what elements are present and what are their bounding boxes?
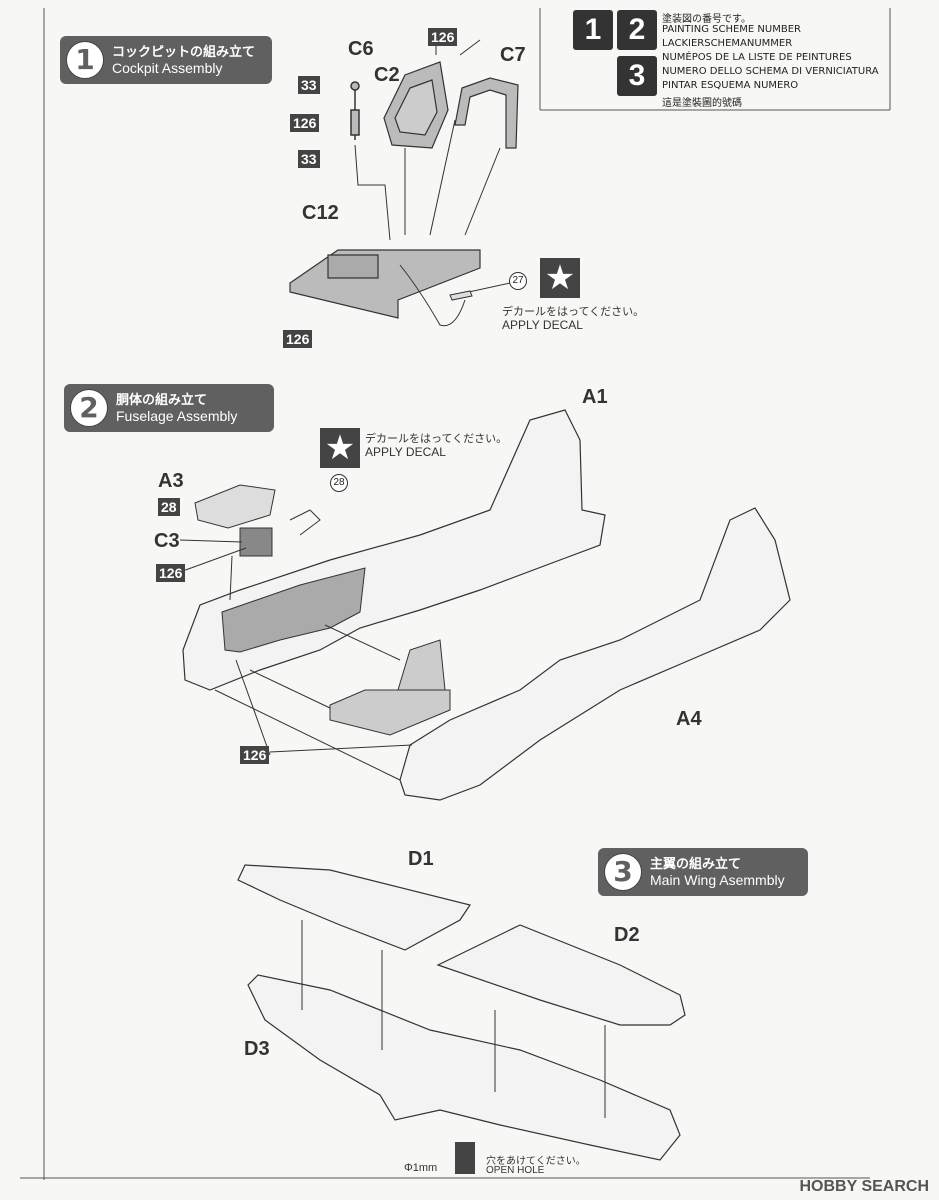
part-label-c6: C6 [348,38,374,60]
drill-icon [455,1142,475,1174]
color-tag: 126 [156,564,186,582]
seat-c2 [383,61,449,149]
step2-title-jp: 胴体の組み立て [116,393,208,408]
legend-line-jp: 塗装図の番号です。 [662,14,751,25]
color-tag: 126 [290,114,320,132]
step2-title-en: Fuselage Assembly [116,408,238,424]
step3-header: 3 主翼の組み立て Main Wing Asemmbly [598,848,808,896]
step1-title-jp: コックピットの組み立て [112,45,256,60]
step1-header: 1 コックピットの組み立て Cockpit Assembly [60,36,272,84]
bulkhead-c3 [239,527,273,557]
part-label-a1: A1 [582,386,608,408]
part-label-a4: A4 [676,708,702,730]
rear-deck-a3 [194,484,276,529]
step2-header: 2 胴体の組み立て Fuselage Assembly [64,384,274,432]
stick-c6 [350,81,360,140]
fuselage-half-a4 [399,507,791,801]
decal-instruction-jp: デカールをはってください。 [365,432,508,445]
step2-number: 2 [70,389,108,427]
wing-lower-d3 [247,974,681,1161]
color-tag: 126 [240,746,270,764]
decal-ref-27: 27 [509,272,527,290]
hole-instruction-jp: 穴をあけてください。 [486,1156,586,1167]
part-label-c2: C2 [374,64,400,86]
legend-line-es: PINTAR ESQUEMA NUMERO [662,80,799,91]
color-tag: 28 [158,498,180,516]
legend-line-fr: NUMÉPOS DE LA LISTE DE PEINTURES [662,52,852,63]
part-label-d2: D2 [614,924,640,946]
part-label-d1: D1 [408,848,434,870]
step1-number: 1 [66,41,104,79]
color-tag: 33 [298,76,320,94]
part-label-d3: D3 [244,1038,270,1060]
part-label-c3: C3 [154,530,180,552]
step1-title-en: Cockpit Assembly [112,60,223,76]
star-icon: ★ [320,428,360,468]
color-tag: 33 [298,150,320,168]
color-tag: 126 [428,28,458,46]
legend-line-it: NUMERO DELLO SCHEMA DI VERNICIATURA [662,66,879,77]
hole-size: Φ1mm [404,1162,438,1174]
part-label-a3: A3 [158,470,184,492]
legend-line-zh: 這是塗裝圖的號碼 [662,98,742,109]
legend-number-2: 2 [617,10,657,50]
cockpit-floor-c12 [289,249,481,319]
legend-line-en: PAINTING SCHEME NUMBER [662,24,801,35]
decal-instruction-en: APPLY DECAL [502,318,583,332]
part-label-c12: C12 [302,202,339,224]
legend-number-3: 3 [617,56,657,96]
wing-upper-right-d2 [436,924,686,1026]
watermark: HOBBY SEARCH [799,1178,930,1195]
legend-number-1: 1 [573,10,613,50]
decal-instruction-jp: デカールをはってください。 [502,305,645,318]
hole-instruction-en: OPEN HOLE [486,1165,545,1176]
step3-guide-lines [301,920,606,1118]
star-icon: ★ [540,258,580,298]
step3-title-jp: 主翼の組み立て [650,857,742,872]
legend-line-de: LACKIERSCHEMANUMMER [662,38,793,49]
step3-number: 3 [604,853,642,891]
step3-title-en: Main Wing Asemmbly [650,872,785,888]
color-tag: 126 [283,330,313,348]
wing-upper-left-d1 [237,864,471,951]
part-label-c7: C7 [500,44,526,66]
cockpit-assembled [329,639,451,736]
step1-guide-lines [354,38,511,327]
seat-frame-c7 [454,77,519,149]
step2-guide-lines [179,509,413,781]
cockpit-sidewall [221,567,366,653]
decal-ref-28: 28 [330,474,348,492]
decal-instruction-en: APPLY DECAL [365,445,446,459]
